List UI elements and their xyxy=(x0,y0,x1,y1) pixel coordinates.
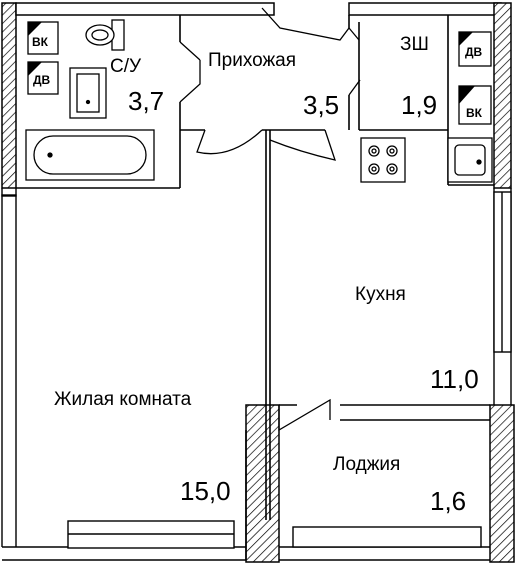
interior-walls xyxy=(16,15,494,560)
door-loggia xyxy=(278,398,331,432)
door-wardrobe xyxy=(348,27,361,96)
sink-icon xyxy=(69,67,107,119)
vk-badge-bathroom: ВК xyxy=(27,21,59,55)
room-area-living: 15,0 xyxy=(180,476,231,506)
riser-badges: ВК ДВ ДВ ВК xyxy=(27,21,492,125)
top-wall-right xyxy=(348,2,502,16)
loggia-right-wall xyxy=(489,404,515,563)
room-name-loggia: Лоджия xyxy=(333,454,400,475)
door-bathroom xyxy=(179,41,201,103)
top-wall-left xyxy=(15,2,275,16)
window-left xyxy=(1,194,17,197)
db-badge-bathroom: ДВ xyxy=(27,61,59,95)
bathtub-icon xyxy=(25,129,155,181)
db-label-2: ДВ xyxy=(465,45,483,59)
right-wall xyxy=(493,2,512,189)
room-area-wardrobe: 1,9 xyxy=(401,90,437,120)
outer-outline xyxy=(1,188,512,561)
window-loggia xyxy=(292,526,482,548)
room-labels: С/У 3,7 Прихожая 3,5 ЗШ 1,9 Кухня 11,0 Ж… xyxy=(54,34,479,516)
room-area-kitchen: 11,0 xyxy=(430,364,479,394)
kitchen-sink-icon xyxy=(447,137,493,183)
room-name-bathroom: С/У xyxy=(110,56,142,77)
vk-label-2: ВК xyxy=(466,106,483,120)
toilet-icon xyxy=(85,19,125,51)
bathroom-fixtures xyxy=(25,19,155,181)
db-badge-wardrobe: ДВ xyxy=(458,31,492,67)
room-area-loggia: 1,6 xyxy=(430,486,466,516)
left-wall xyxy=(1,2,17,189)
room-name-hallway: Прихожая xyxy=(208,50,296,71)
stove-icon xyxy=(360,137,406,183)
room-name-kitchen: Кухня xyxy=(355,284,406,305)
room-name-wardrobe: ЗШ xyxy=(400,34,429,55)
loggia-left-wall xyxy=(245,404,280,563)
room-area-hallway: 3,5 xyxy=(303,90,339,120)
vk-label: ВК xyxy=(32,35,49,49)
room-area-bathroom: 3,7 xyxy=(128,86,164,116)
doors xyxy=(179,7,361,432)
door-entrance xyxy=(261,7,350,41)
door-hall-bottom xyxy=(196,129,263,155)
door-hall-kitchen xyxy=(269,129,336,161)
kitchen-fixtures xyxy=(360,137,493,183)
room-name-living: Жилая комната xyxy=(54,389,192,410)
vk-badge-wardrobe: ВК xyxy=(458,85,492,125)
db-label: ДВ xyxy=(33,73,51,87)
